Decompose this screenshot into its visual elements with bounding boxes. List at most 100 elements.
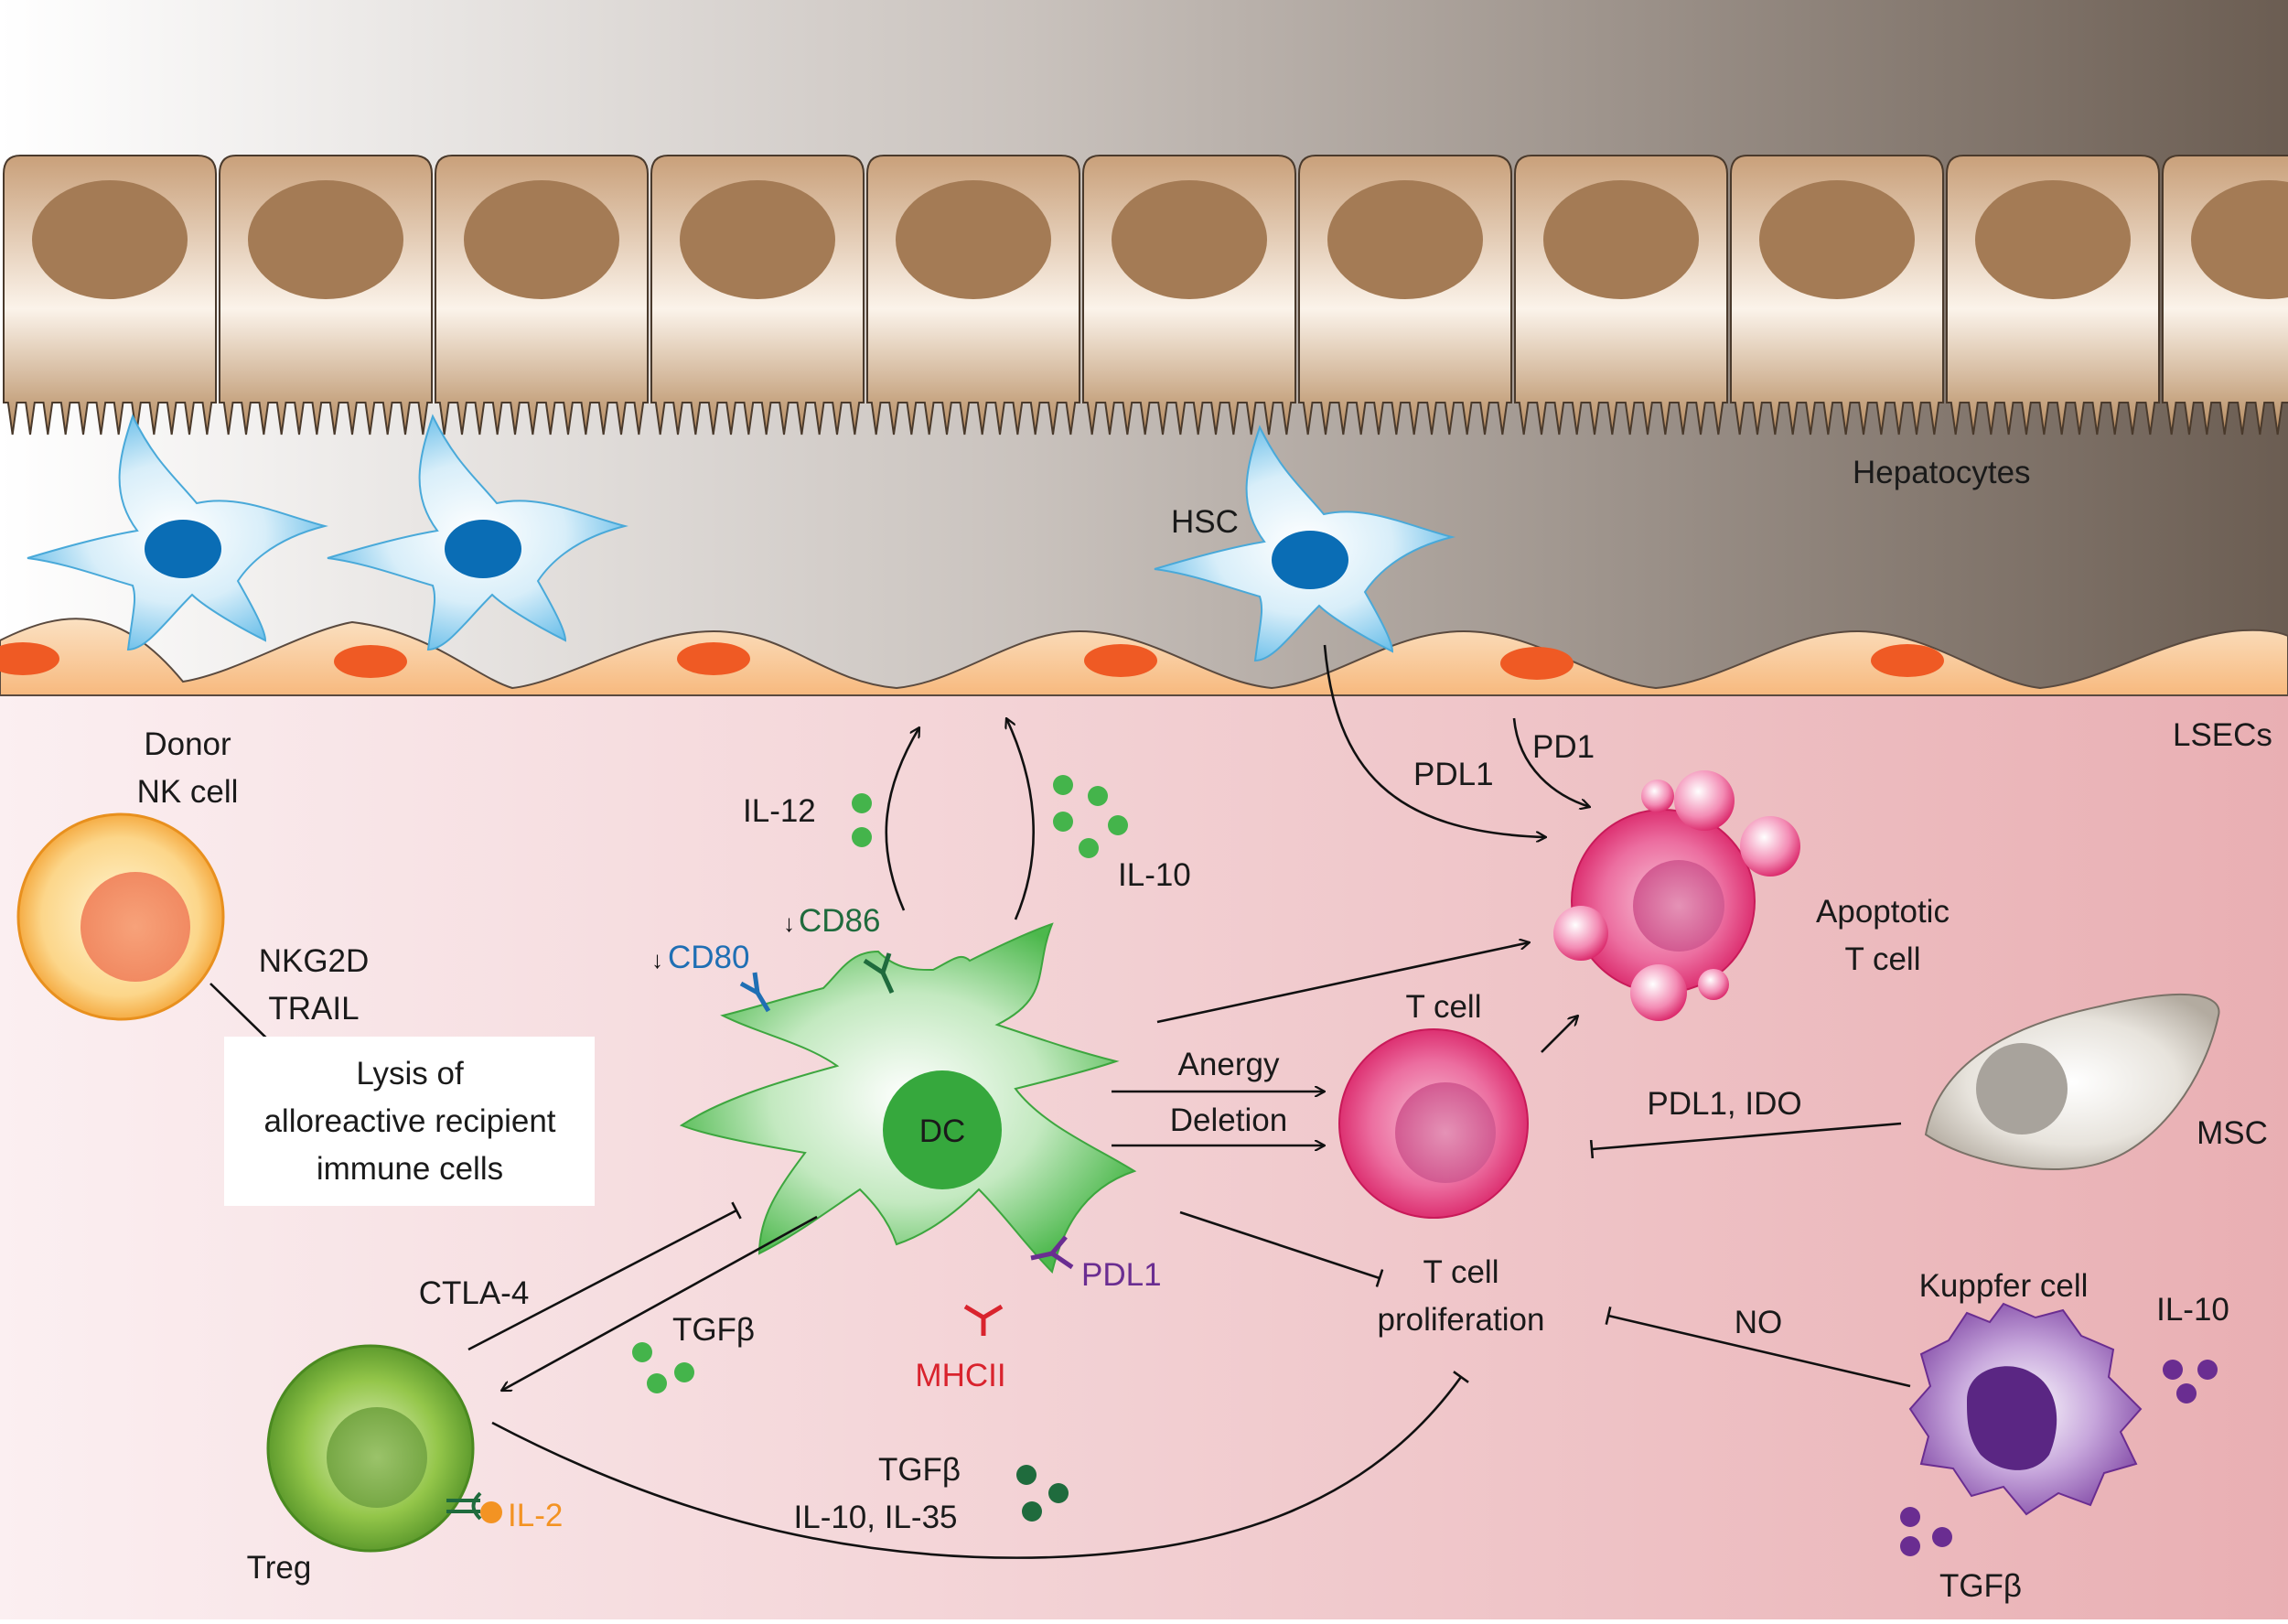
treg-proliferation-inhibition-curve: [491, 1371, 1469, 1559]
msc-inhibition-line: [1589, 1122, 1902, 1159]
apoptotic-nucleus: [1633, 860, 1724, 952]
hepatocyte-nucleus: [1543, 180, 1699, 299]
ctla4-label: CTLA-4: [419, 1275, 530, 1311]
tcell-to-apoptosis-arrow: [1541, 1016, 1578, 1053]
lysis-label-line2: alloreactive recipient: [263, 1103, 555, 1139]
tgfb-kupffer-cytokine-dot: [1900, 1507, 1920, 1527]
tprolif-label-line1: T cell: [1423, 1254, 1499, 1290]
cd86-label: CD86: [799, 903, 880, 939]
tgfb-bottom-label: TGFβ: [878, 1452, 961, 1488]
dendritic-cell: [679, 922, 1137, 1274]
bleb: [1674, 770, 1735, 831]
hsc-nucleus: [1272, 531, 1348, 589]
hepatocyte-nucleus: [1975, 180, 2131, 299]
lsec-nucleus: [677, 642, 750, 675]
lysis-box: [224, 1037, 595, 1206]
dc-apoptosis-arrow: [1156, 942, 1530, 1024]
apoptotic-t-cell: [1553, 770, 1800, 1021]
bleb: [1630, 964, 1687, 1021]
dc-il10-arrow: [1006, 718, 1035, 920]
il10-cytokine-dot: [1079, 838, 1099, 858]
hepatocyte-nucleus: [896, 180, 1051, 299]
hepatocyte-cell: [3, 155, 217, 436]
hepatocytes-label: Hepatocytes: [1853, 455, 2031, 490]
hepatocyte-cell: [866, 155, 1080, 436]
bleb: [1698, 969, 1729, 1000]
cd80-label: CD80: [668, 940, 749, 975]
donor-nk-cell: [16, 812, 225, 1021]
cd80-down-arrow: ↓: [651, 946, 663, 973]
il10-cytokine-dot: [1053, 775, 1073, 795]
hsc-cell: [1154, 425, 1456, 662]
il10-kupffer-cytokine-dot: [2197, 1360, 2218, 1380]
t-cell-nucleus: [1395, 1082, 1496, 1183]
hepatocyte-nucleus: [32, 180, 188, 299]
kuppfer-label: Kuppfer cell: [1919, 1268, 2089, 1304]
hepatocyte-nucleus: [248, 180, 403, 299]
bleb: [1740, 816, 1800, 877]
pdl1-dc-label: PDL1: [1081, 1257, 1162, 1293]
t-cell: [1338, 1028, 1529, 1219]
cd86-receptor-icon: [863, 952, 895, 995]
hepatocyte-cell: [1298, 155, 1512, 436]
msc-cell: [1924, 993, 2220, 1171]
kupffer-nucleus: [1967, 1366, 2057, 1470]
hsc-pdl1-arrow: [1323, 644, 1546, 837]
kupffer-inhibition-line: [1605, 1306, 1911, 1388]
il10-kupffer-cytokine-dot: [2163, 1360, 2183, 1380]
dc-il12-arrow: [885, 727, 919, 911]
hepatocyte-nucleus: [1112, 180, 1267, 299]
dc-proliferation-inhibition-line: [1179, 1210, 1384, 1287]
il2-receptor-icon: [446, 1491, 482, 1521]
anergy-label: Anergy: [1178, 1047, 1280, 1082]
hepatocyte-nucleus: [680, 180, 835, 299]
deletion-label: Deletion: [1170, 1102, 1287, 1138]
treg-cytokine-dot: [1016, 1465, 1037, 1485]
donor-nk-label-line1: Donor: [144, 726, 231, 762]
pdl1-ido-label: PDL1, IDO: [1647, 1086, 1801, 1122]
tgfb-treg-cytokine-dot: [647, 1373, 667, 1393]
treg-cytokine-dot: [1048, 1483, 1069, 1503]
tgfb-treg-label: TGFβ: [672, 1312, 755, 1348]
lsec-nucleus: [1871, 644, 1944, 677]
mhcii-receptor-icon: [963, 1304, 1004, 1336]
donor-nk-label-line2: NK cell: [137, 774, 239, 810]
msc-nucleus: [1976, 1043, 2068, 1135]
lysis-label-line1: Lysis of: [356, 1056, 464, 1092]
bleb: [1553, 906, 1608, 961]
hepatocyte-layer: [3, 155, 2288, 436]
treg-cytokine-dot: [1022, 1501, 1042, 1522]
il10-cytokine-dot: [1053, 812, 1073, 832]
il12-cytokine-dot: [852, 793, 872, 813]
kupffer-cell: [1908, 1302, 2143, 1516]
dc-label: DC: [919, 1113, 966, 1149]
hepatocyte-nucleus: [464, 180, 619, 299]
dc-nucleus: [883, 1070, 1002, 1189]
il10-cytokine-dot: [1108, 815, 1128, 835]
lsec-nucleus: [334, 645, 407, 678]
pd1-label: PD1: [1532, 729, 1595, 765]
treg-nucleus: [327, 1407, 427, 1508]
tprolif-label-line2: proliferation: [1378, 1302, 1545, 1338]
lysis-label-line3: immune cells: [317, 1151, 503, 1187]
il10-top-label: IL-10: [1118, 857, 1191, 893]
hepatocyte-cell: [1082, 155, 1296, 436]
cd80-receptor-icon: [739, 972, 771, 1013]
lsec-nucleus: [1084, 644, 1157, 677]
bleb: [1641, 780, 1674, 812]
hepatocyte-cell: [1514, 155, 1728, 436]
nkg2d-label: NKG2D: [259, 943, 370, 979]
hepatocyte-cell: [2162, 155, 2288, 436]
hsc-cell: [327, 414, 628, 651]
hepatocyte-cell: [435, 155, 649, 436]
il10-kupffer-label: IL-10: [2156, 1292, 2229, 1328]
hsc-nucleus: [445, 520, 521, 578]
cd86-down-arrow: ↓: [783, 909, 795, 937]
dc-to-treg-arrow: [501, 1215, 818, 1393]
lsec-nucleus: [1500, 647, 1574, 680]
il2-dot: [480, 1501, 502, 1523]
hsc-cell: [27, 414, 328, 651]
tgfb-kupffer-cytokine-dot: [1900, 1536, 1920, 1556]
lsec-layer: [0, 618, 2288, 696]
